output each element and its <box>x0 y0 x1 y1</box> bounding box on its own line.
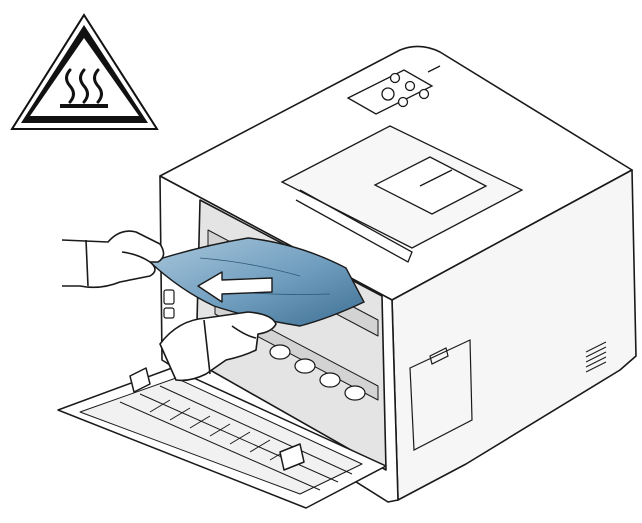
left-hand <box>62 231 164 287</box>
rear-ports <box>164 290 174 318</box>
hot-surface-warning-icon <box>12 15 157 129</box>
